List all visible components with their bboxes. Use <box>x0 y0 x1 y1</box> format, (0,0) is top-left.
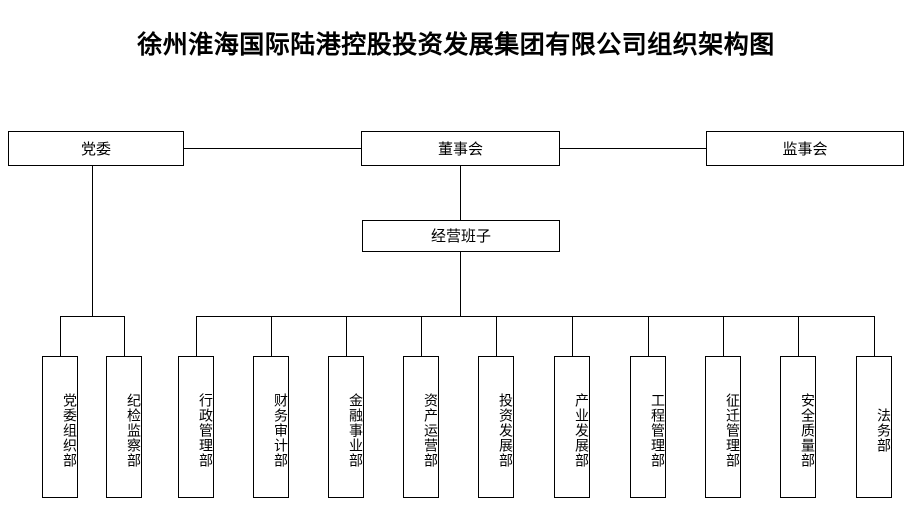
connector-management-bus-bar <box>196 316 874 317</box>
node-party-committee[interactable]: 党委 <box>8 131 184 166</box>
node-department-safety-quality[interactable]: 安全质量部 <box>780 356 816 498</box>
node-department-industry-development[interactable]: 产业发展部 <box>554 356 590 498</box>
node-board-of-supervisors[interactable]: 监事会 <box>706 131 904 166</box>
connector-party-stem <box>92 166 93 316</box>
connector-party-to-board <box>184 148 361 149</box>
connector-board-to-supervisors <box>560 148 706 149</box>
node-management-team[interactable]: 经营班子 <box>362 220 560 252</box>
connector-board-to-management <box>460 166 461 220</box>
connector-drop-legal <box>874 316 875 356</box>
connector-drop-relocation <box>723 316 724 356</box>
node-department-investment-development[interactable]: 投资发展部 <box>478 356 514 498</box>
node-department-relocation-management[interactable]: 征迁管理部 <box>705 356 741 498</box>
connector-drop-asset-operation <box>421 316 422 356</box>
connector-drop-safety-quality <box>798 316 799 356</box>
connector-drop-engineering <box>648 316 649 356</box>
node-department-discipline-inspection[interactable]: 纪检监察部 <box>106 356 142 498</box>
node-board-of-directors[interactable]: 董事会 <box>361 131 560 166</box>
connector-drop-admin <box>196 316 197 356</box>
connector-drop-discipline <box>124 316 125 356</box>
connector-party-bus-bar <box>60 316 124 317</box>
node-department-legal-affairs[interactable]: 法务部 <box>856 356 892 498</box>
connector-drop-financial-business <box>346 316 347 356</box>
node-department-administration[interactable]: 行政管理部 <box>178 356 214 498</box>
node-department-asset-operation[interactable]: 资产运营部 <box>403 356 439 498</box>
connector-drop-finance-audit <box>271 316 272 356</box>
connector-drop-industry-development <box>572 316 573 356</box>
page-title: 徐州淮海国际陆港控股投资发展集团有限公司组织架构图 <box>137 30 775 59</box>
node-department-financial-business[interactable]: 金融事业部 <box>328 356 364 498</box>
node-department-party-organization[interactable]: 党委组织部 <box>42 356 78 498</box>
node-department-finance-audit[interactable]: 财务审计部 <box>253 356 289 498</box>
node-department-engineering-management[interactable]: 工程管理部 <box>630 356 666 498</box>
connector-drop-investment-development <box>496 316 497 356</box>
connector-management-to-bus <box>460 252 461 316</box>
connector-drop-party-org <box>60 316 61 356</box>
